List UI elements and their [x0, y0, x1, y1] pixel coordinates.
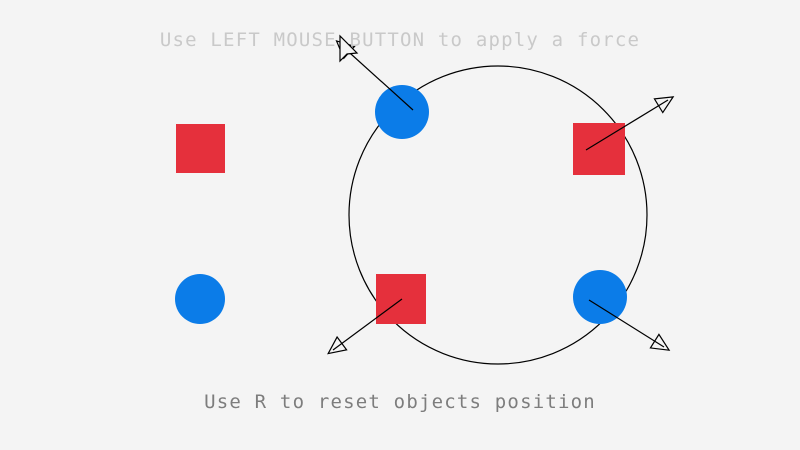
force-vector-red-top-right	[585, 96, 675, 151]
mouse-cursor-icon	[339, 34, 359, 63]
blue-circle-top[interactable]	[375, 85, 429, 139]
boundary-circle	[348, 65, 648, 365]
blue-circle-bottom-right[interactable]	[573, 270, 627, 324]
hint-reset-objects: Use R to reset objects position	[204, 391, 596, 413]
force-vector-red-bottom-center	[327, 298, 403, 355]
force-vector-blue-bottom-right	[588, 299, 671, 351]
red-square-left[interactable]	[176, 124, 225, 173]
hint-apply-force: Use LEFT MOUSE BUTTON to apply a force	[159, 29, 641, 51]
blue-circle-bottom-left[interactable]	[175, 274, 225, 324]
